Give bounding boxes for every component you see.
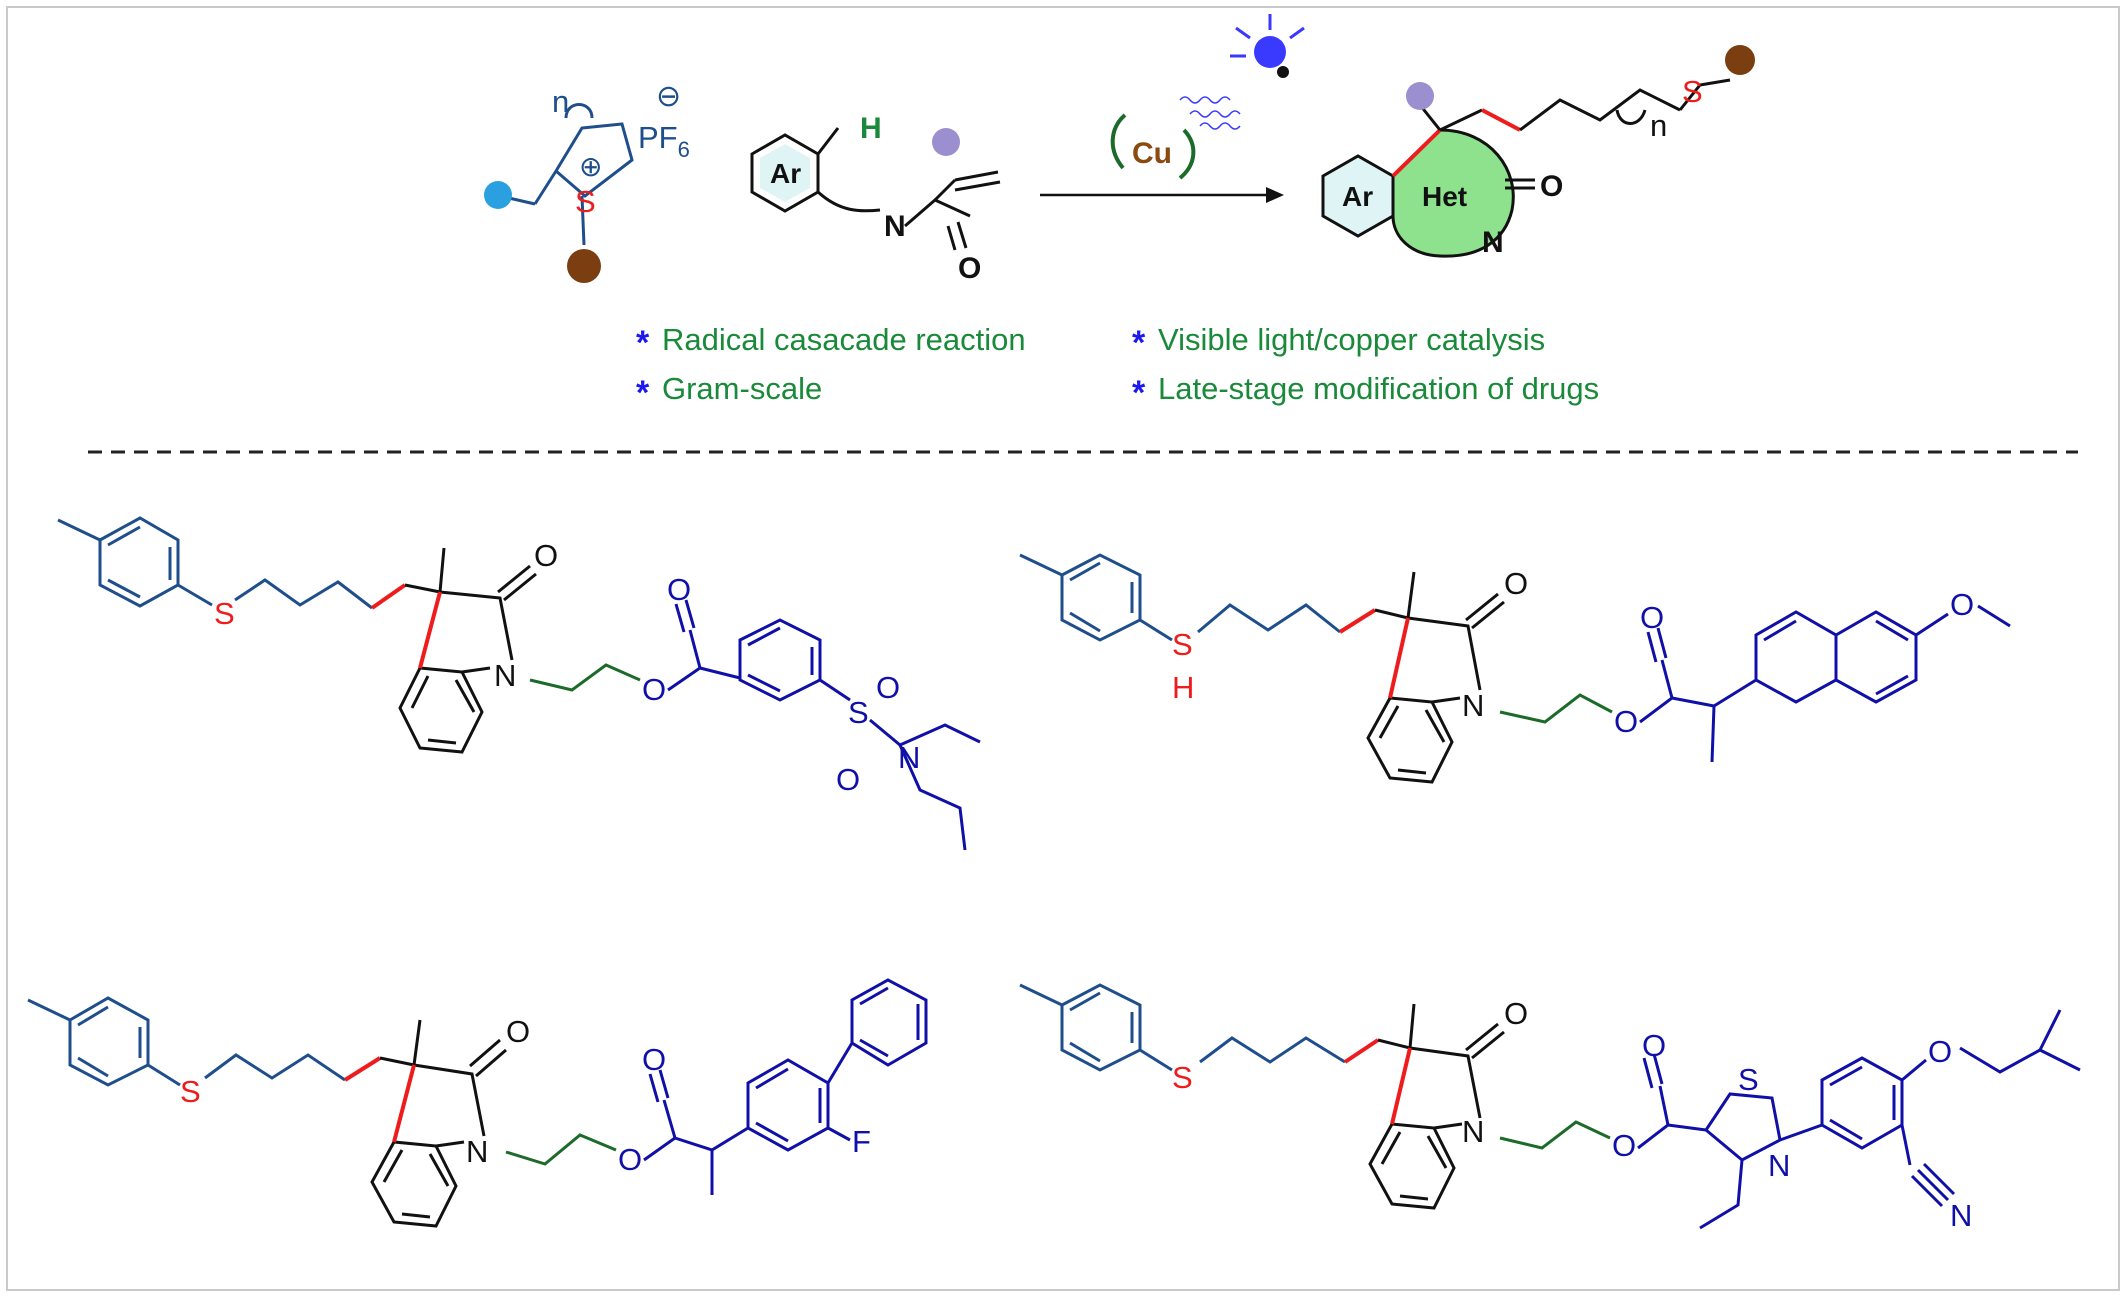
feature-text: Late-stage modification of drugs [1158, 371, 1599, 406]
reagent-counterion: PF6 [638, 120, 690, 162]
molecule-1 [57, 516, 981, 851]
molecule-2-methoxy-o: O [1950, 587, 1974, 622]
reagent-minus-charge: ⊖ [656, 80, 681, 113]
molecule-3-ester-o: O [618, 1142, 642, 1177]
substrate-h: H [860, 112, 882, 145]
substrate-lavender-dot [932, 128, 960, 156]
feature-star: * [1132, 374, 1146, 412]
molecule-2-ester-o: O [1614, 704, 1638, 739]
sulfonium-reagent [499, 103, 634, 246]
molecule-1-sulfonyl-o1: O [876, 670, 900, 705]
feature-text: Radical casacade reaction [662, 322, 1026, 357]
reagent-blue-dot [484, 181, 512, 209]
molecule-1-amine-n: N [898, 740, 920, 775]
molecule-4-thiazole-n: N [1768, 1148, 1790, 1183]
molecule-1-sulfur: S [214, 596, 235, 631]
reagent-sulfur: S [575, 184, 596, 219]
molecule-4-ether-o: O [1928, 1034, 1952, 1069]
product-n: N [1482, 226, 1504, 259]
molecule-3 [27, 978, 928, 1228]
figure-frame [6, 6, 2120, 1291]
molecule-1-carbonyl2-o: O [667, 572, 691, 607]
feature-star: * [636, 374, 650, 412]
reagent-brown-dot [567, 249, 601, 283]
acrylamide-substrate [750, 127, 1001, 251]
product-scaffold [1321, 78, 1731, 258]
molecule-4-nitrile-n: N [1950, 1198, 1972, 1233]
product-index-n: n [1650, 108, 1667, 143]
product-brown-dot [1725, 45, 1755, 75]
molecule-1-sulfonyl-o2: O [836, 762, 860, 797]
feature-star: * [1132, 324, 1146, 362]
reagent-ring-index: n [552, 84, 569, 119]
molecule-4-thiazole-s: S [1738, 1062, 1759, 1097]
molecule-3-carbonyl-o: O [506, 1014, 530, 1049]
product-sulfur: S [1682, 74, 1703, 109]
product-lavender-dot [1406, 82, 1434, 110]
substrate-o: O [958, 252, 981, 285]
product-aryl-label: Ar [1342, 181, 1373, 212]
molecule-3-fluorine: F [852, 1124, 871, 1159]
molecule-1-ester-o: O [642, 672, 666, 707]
molecule-2-hydrogen: H [1172, 670, 1194, 705]
molecule-4-indoline-n: N [1462, 1114, 1484, 1149]
feature-star: * [636, 324, 650, 362]
molecule-2-sulfur: S [1172, 627, 1193, 662]
light-bulb-icon [1179, 14, 1305, 130]
feature-list: * Radical casacade reaction * Gram-scale… [636, 322, 1599, 412]
molecule-2-indoline-n: N [1462, 688, 1484, 723]
molecule-4-sulfur: S [1172, 1060, 1193, 1095]
molecule-3-sulfur: S [180, 1074, 201, 1109]
molecule-2-carbonyl-o: O [1504, 566, 1528, 601]
product-het-label: Het [1422, 181, 1467, 212]
molecule-1-indoline-n: N [494, 658, 516, 693]
feature-text: Gram-scale [662, 371, 822, 406]
molecule-1-carbonyl-o: O [534, 538, 558, 573]
molecule-4 [1019, 983, 2081, 1230]
molecule-3-indoline-n: N [466, 1134, 488, 1169]
reaction-arrow [1040, 187, 1284, 203]
substrate-aryl-fill [760, 144, 810, 202]
feature-text: Visible light/copper catalysis [1158, 322, 1545, 357]
molecule-2-carbonyl2-o: O [1640, 600, 1664, 635]
reagent-plus-charge: ⊕ [579, 151, 602, 182]
molecule-3-carbonyl2-o: O [642, 1042, 666, 1077]
molecule-1-sulfonyl-s: S [848, 695, 869, 730]
molecule-4-ester-o: O [1612, 1128, 1636, 1163]
molecule-4-carbonyl-o: O [1504, 996, 1528, 1031]
catalyst-label: Cu [1132, 137, 1172, 170]
substrate-n: N [884, 210, 906, 243]
molecule-2 [1019, 553, 2011, 784]
molecule-4-carbonyl2-o: O [1642, 1028, 1666, 1063]
product-carbonyl-o: O [1540, 170, 1563, 203]
substrate-aryl-label: Ar [770, 158, 801, 189]
copper-cycle [1110, 113, 1196, 180]
